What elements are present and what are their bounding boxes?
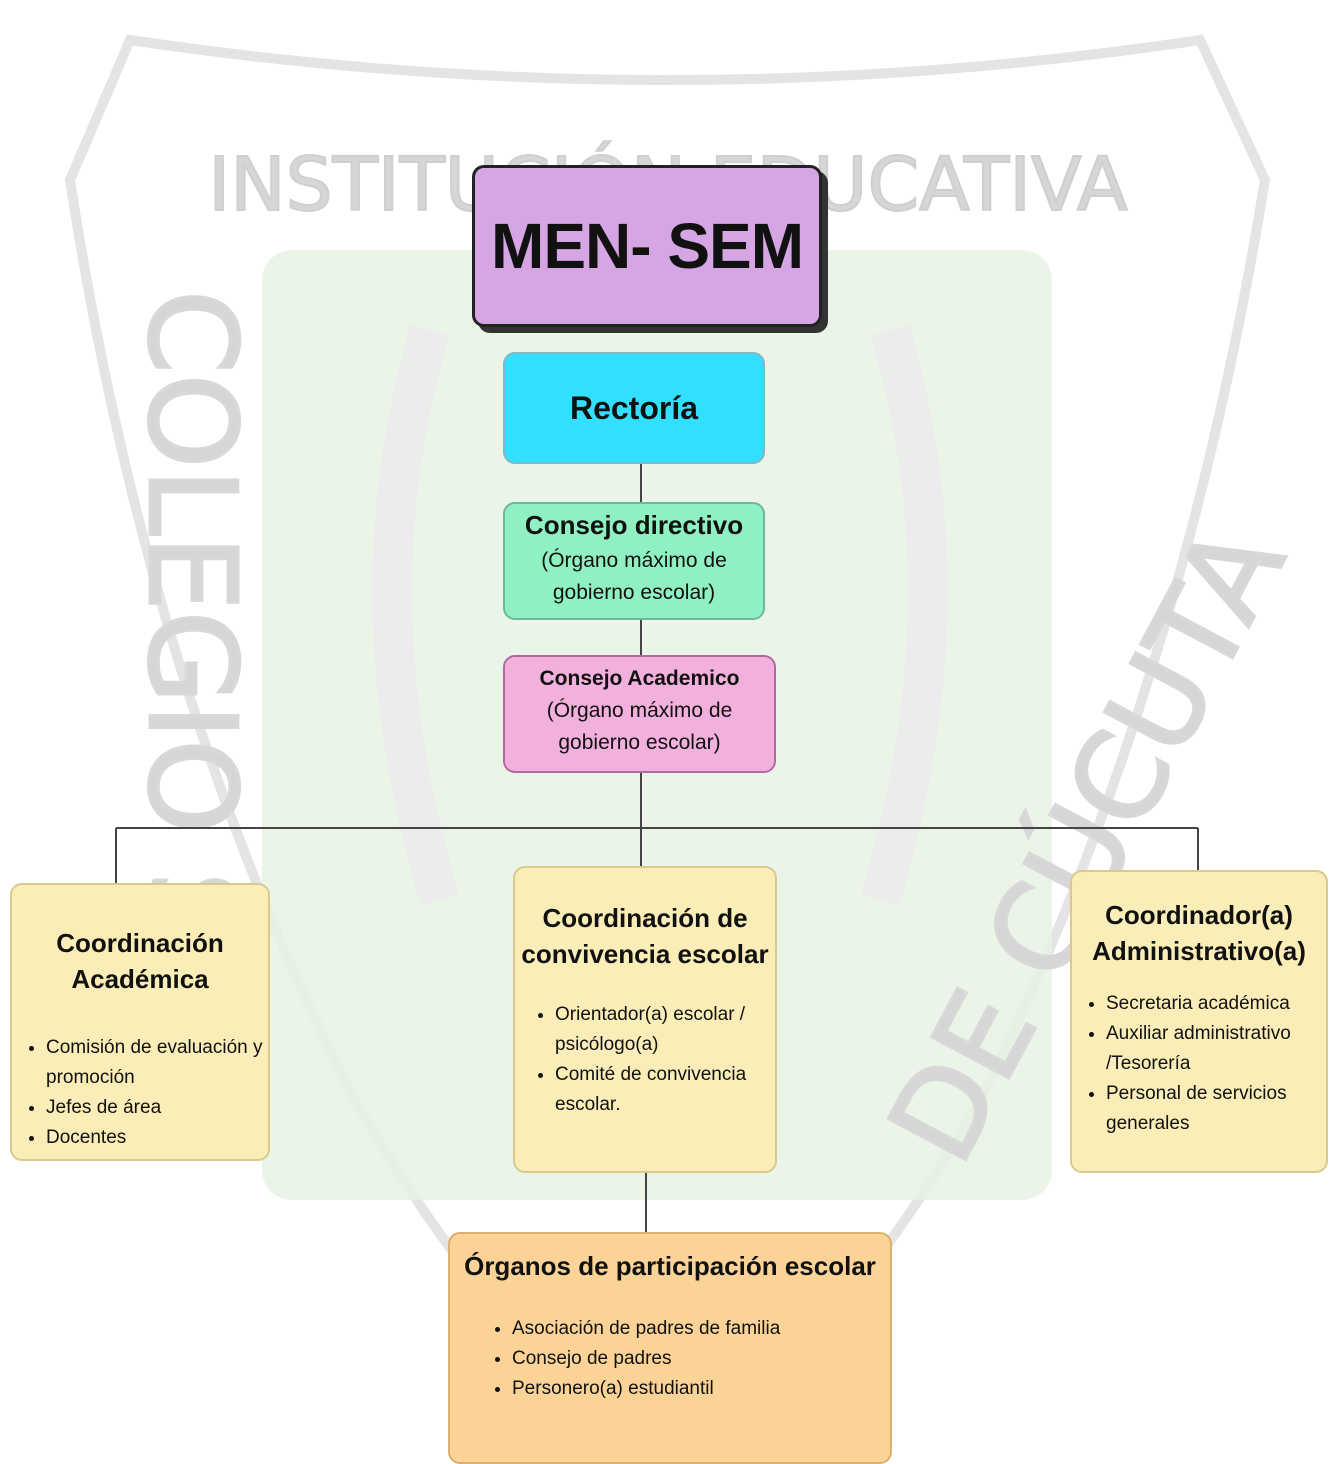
crest-shield-outline	[64, 34, 1271, 1446]
list-item: Personal de servicios generales	[1106, 1079, 1326, 1139]
coordinador-administrativo-list: Secretaria académica Auxiliar administra…	[1072, 989, 1326, 1139]
list-item: Comisión de evaluación y promoción	[46, 1033, 268, 1093]
men-sem-node: MEN- SEM	[472, 165, 822, 327]
men-sem-title: MEN- SEM	[491, 210, 804, 282]
coordinacion-academica-list: Comisión de evaluación y promoción Jefes…	[12, 1033, 268, 1153]
list-item: Comité de convivencia escolar.	[555, 1060, 775, 1120]
consejo-directivo-node: Consejo directivo (Órgano máximo de gobi…	[503, 502, 765, 620]
consejo-academico-subtitle: (Órgano máximo de gobierno escolar)	[546, 699, 733, 754]
organos-participacion-title: Órganos de participación escolar	[464, 1251, 876, 1281]
list-item: Docentes	[46, 1123, 268, 1153]
crest-laurel-right	[860, 324, 948, 906]
coordinacion-convivencia-node: Coordinación de convivencia escolar Orie…	[513, 866, 777, 1173]
list-item: Jefes de área	[46, 1093, 268, 1123]
coordinacion-convivencia-list: Orientador(a) escolar / psicólogo(a) Com…	[515, 1000, 775, 1120]
coordinador-administrativo-node: Coordinador(a) Administrativo(a) Secreta…	[1070, 870, 1328, 1173]
rectoria-node: Rectoría	[503, 352, 765, 464]
list-item: Asociación de padres de familia	[512, 1314, 890, 1344]
coordinador-administrativo-title: Coordinador(a) Administrativo(a)	[1092, 900, 1306, 966]
list-item: Orientador(a) escolar / psicólogo(a)	[555, 1000, 775, 1060]
coordinacion-convivencia-title: Coordinación de convivencia escolar	[521, 903, 769, 969]
list-item: Auxiliar administrativo /Tesorería	[1106, 1019, 1326, 1079]
organos-participacion-node: Órganos de participación escolar Asociac…	[448, 1232, 892, 1464]
consejo-academico-title: Consejo Academico	[539, 667, 740, 690]
consejo-academico-node: Consejo Academico (Órgano máximo de gobi…	[503, 655, 776, 773]
consejo-directivo-title: Consejo directivo	[524, 510, 744, 540]
list-item: Personero(a) estudiantil	[512, 1374, 890, 1404]
consejo-directivo-subtitle: (Órgano máximo de gobierno escolar)	[541, 549, 727, 604]
list-item: Consejo de padres	[512, 1344, 890, 1374]
crest-laurel-left	[372, 324, 460, 906]
organos-participacion-list: Asociación de padres de familia Consejo …	[450, 1314, 890, 1404]
coordinacion-academica-title: Coordinación Académica	[56, 928, 224, 994]
rectoria-title: Rectoría	[569, 389, 699, 426]
list-item: Secretaria académica	[1106, 989, 1326, 1019]
coordinacion-academica-node: Coordinación Académica Comisión de evalu…	[10, 883, 270, 1161]
